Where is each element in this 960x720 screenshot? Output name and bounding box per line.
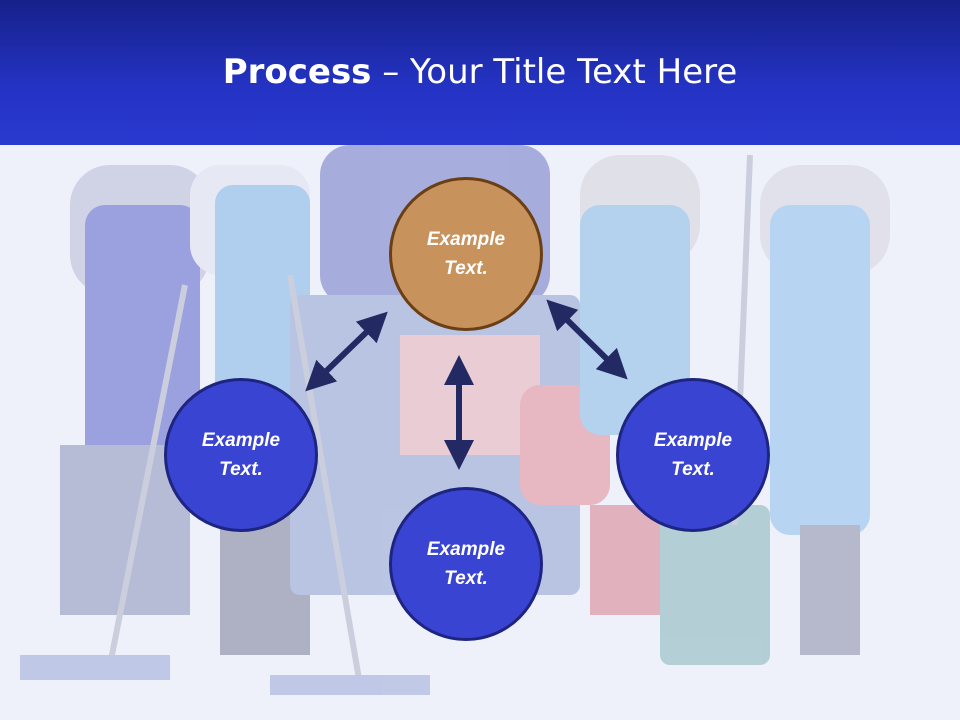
arrow-top-right <box>557 310 617 369</box>
node-top-text: Example Text. <box>406 225 526 283</box>
process-node-right[interactable]: Example Text. <box>616 378 770 532</box>
process-node-left[interactable]: Example Text. <box>164 378 318 532</box>
node-bottom-text: Example Text. <box>406 535 526 593</box>
node-right-text: Example Text. <box>633 426 753 484</box>
process-node-top[interactable]: Example Text. <box>389 177 543 331</box>
process-node-bottom[interactable]: Example Text. <box>389 487 543 641</box>
node-left-text: Example Text. <box>181 426 301 484</box>
arrow-top-left <box>316 322 377 381</box>
